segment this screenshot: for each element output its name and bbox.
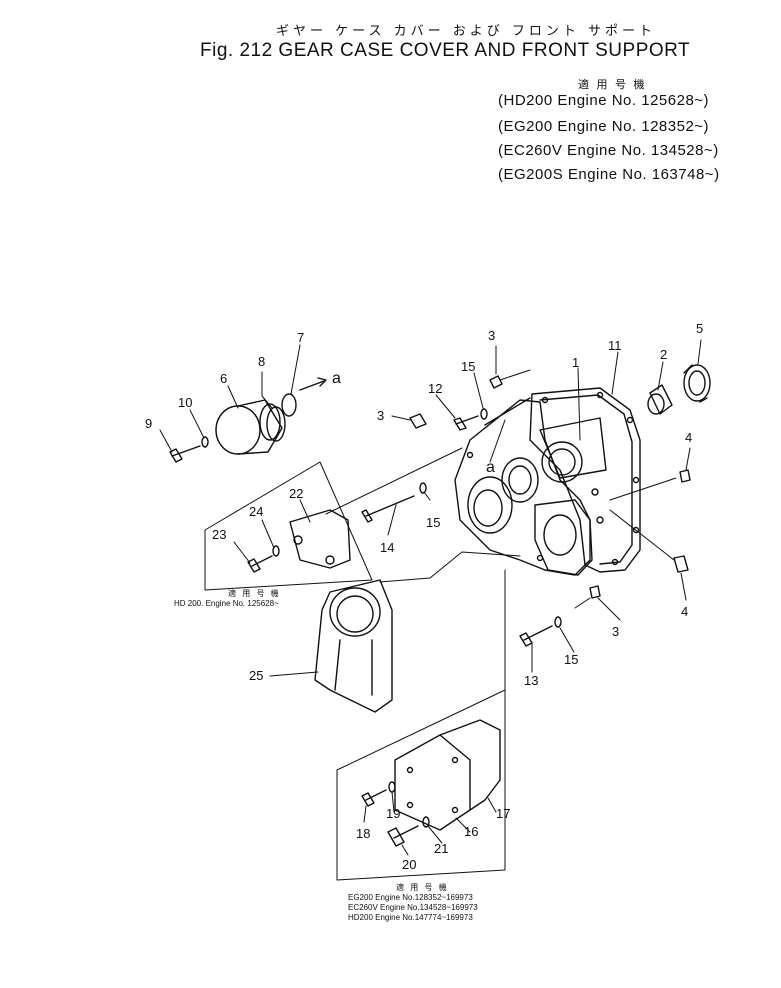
- applicability-header: 適 用 号 機: [578, 78, 647, 91]
- front-cover-part-6: [215, 399, 286, 455]
- applicability-row-ec260v: (EC260V Engine No. 134528~): [498, 142, 719, 159]
- callout-14: 14: [380, 540, 394, 555]
- bracket-part-22: [289, 509, 351, 569]
- applicability-row-hd200: (HD200 Engine No. 125628~): [498, 92, 710, 109]
- callout-7: 7: [297, 330, 304, 345]
- bushing-part-2: [647, 384, 673, 415]
- callout-6: 6: [220, 371, 227, 386]
- callout-23: 23: [212, 527, 226, 542]
- callout-19: 19: [386, 806, 400, 821]
- lower-group-frame: [336, 689, 506, 881]
- bolt-part-18: [361, 789, 387, 807]
- gasket-part-17: [439, 719, 501, 811]
- callout-8: 8: [258, 354, 265, 369]
- callout-1: 1: [572, 355, 579, 370]
- callout-9: 9: [145, 416, 152, 431]
- washer-part-15c: [554, 616, 562, 628]
- callout-a-center: a: [486, 459, 495, 476]
- washer-part-19: [388, 781, 396, 793]
- callout-15-mid: 15: [426, 515, 440, 530]
- title-japanese: ギヤー ケース カバー および フロント サポート: [276, 24, 657, 39]
- callout-3-bottom: 3: [612, 624, 619, 639]
- front-support-part-25: [314, 579, 393, 713]
- note-2-line-2: EC260V Engine No.134528~169973: [348, 903, 478, 912]
- nut-part-4a: [679, 469, 691, 483]
- callout-3-left: 3: [377, 408, 384, 423]
- callout-18: 18: [356, 826, 370, 841]
- note-1-line: HD 200. Engine No. 125628~: [174, 599, 279, 608]
- nut-part-4b: [673, 555, 689, 573]
- figure-title: Fig. 212 GEAR CASE COVER AND FRONT SUPPO…: [200, 40, 691, 61]
- callout-12: 12: [428, 381, 442, 396]
- notes-group-1: 適 用 号 機 HD 200. Engine No. 125628~: [174, 588, 281, 608]
- bracket-group-frame: [204, 461, 373, 591]
- callout-a-left: a: [332, 370, 341, 387]
- bolt-part-13: [519, 625, 553, 647]
- callout-13: 13: [524, 673, 538, 688]
- nut-part-3b: [409, 413, 427, 429]
- callout-2: 2: [660, 347, 667, 362]
- lower-cover-part-16: [394, 734, 471, 831]
- callout-10: 10: [178, 395, 192, 410]
- note-2-line-3: HD200 Engine No.147774~169973: [348, 913, 473, 922]
- note-2-line-1: EG200 Engine No.128352~169973: [348, 893, 473, 902]
- bolt-part-20: [387, 825, 419, 847]
- washer-part-15a: [480, 408, 488, 420]
- stud-part-14: [361, 495, 415, 523]
- callout-3-top: 3: [488, 328, 495, 343]
- callout-25: 25: [249, 668, 263, 683]
- callout-22: 22: [289, 486, 303, 501]
- callout-16: 16: [464, 824, 478, 839]
- callout-5: 5: [696, 321, 703, 336]
- arrow-a-left: [299, 377, 327, 391]
- note-1-header: 適 用 号 機: [228, 588, 281, 598]
- leader-lines: [159, 339, 702, 856]
- notes-group-2: 適 用 号 機 EG200 Engine No.128352~169973 EC…: [348, 882, 478, 922]
- oil-seal-part-5: [683, 364, 711, 403]
- bolt-part-23: [247, 555, 273, 573]
- callout-4-top: 4: [685, 430, 692, 445]
- nut-part-3a: [489, 375, 503, 389]
- applicability-row-eg200s: (EG200S Engine No. 163748~): [498, 166, 720, 183]
- callout-11: 11: [608, 338, 622, 353]
- washer-part-24: [272, 545, 280, 557]
- gear-case-body: [454, 397, 604, 576]
- washer-part-21: [422, 816, 430, 828]
- nut-part-3c: [589, 585, 601, 599]
- washer-part-15b: [419, 482, 427, 494]
- callout-20: 20: [402, 857, 416, 872]
- callout-4-bottom: 4: [681, 604, 688, 619]
- callout-15-bottom: 15: [564, 652, 578, 667]
- note-2-header: 適 用 号 機: [396, 882, 449, 892]
- callout-24: 24: [249, 504, 263, 519]
- callout-15-top: 15: [461, 359, 475, 374]
- washer-part-10: [201, 436, 209, 448]
- bolt-part-12: [453, 415, 479, 431]
- applicability-row-eg200: (EG200 Engine No. 128352~): [498, 118, 710, 135]
- bolt-part-9: [169, 445, 201, 463]
- callout-labels: 1 2 3 3 3 4 4 5 6 7 8 9 10 11 12 13 14 1…: [145, 321, 703, 872]
- o-ring-part-7: [281, 393, 297, 417]
- callout-21: 21: [434, 841, 448, 856]
- callout-17: 17: [496, 806, 510, 821]
